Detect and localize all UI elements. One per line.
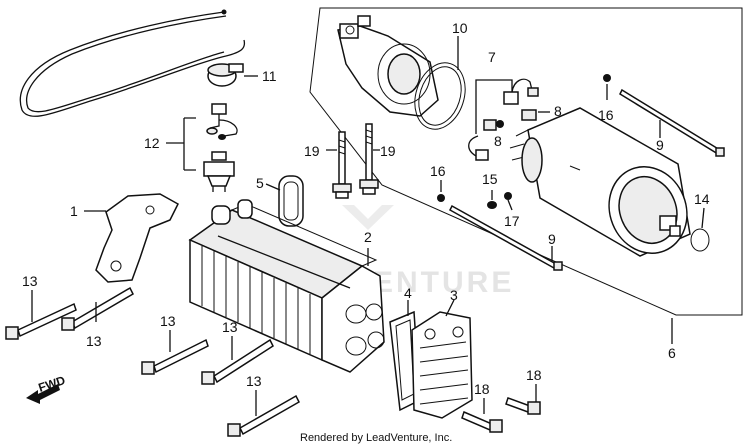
- callout-4: 4: [404, 285, 412, 301]
- sensor-switch: [203, 103, 238, 192]
- cooler-body: [188, 199, 385, 373]
- callout-13-e: 13: [246, 373, 262, 389]
- through-bolt-9-bottom: [449, 204, 563, 271]
- callout-3: 3: [450, 287, 458, 303]
- callout-8-a: 8: [554, 103, 562, 119]
- bolt-13-a: [5, 302, 77, 340]
- callout-1: 1: [70, 203, 78, 219]
- callout-7: 7: [488, 49, 496, 65]
- bolt-18-b: [505, 397, 541, 415]
- callout-16-a: 16: [598, 107, 614, 123]
- through-bolt-9-top: [619, 88, 725, 157]
- washer-17: [504, 192, 512, 200]
- callout-14: 14: [694, 191, 710, 207]
- bolt-13-d: [201, 338, 274, 385]
- callout-6: 6: [668, 345, 676, 361]
- bracket: [95, 193, 179, 283]
- callout-13-d: 13: [222, 319, 238, 335]
- o-ring-10: [414, 62, 466, 130]
- callout-5: 5: [256, 175, 264, 191]
- brush-8-b: [483, 119, 504, 131]
- cooler-cover: [411, 311, 473, 419]
- sensor-lead-wire: [19, 9, 246, 117]
- starter-group-outline: [309, 7, 743, 316]
- callout-18-a: 18: [474, 381, 490, 397]
- brush-set: [468, 78, 539, 161]
- callout-labels: 1 2 3 4 5 6 7 8 8 9 9 10 11 12 13 13 13 …: [22, 20, 710, 397]
- bolt-13-e: [227, 394, 300, 437]
- o-ring-14: [690, 228, 710, 252]
- callout-17: 17: [504, 213, 520, 229]
- callout-13-c: 13: [160, 313, 176, 329]
- gasket-5: [278, 175, 304, 227]
- callout-9-b: 9: [548, 231, 556, 247]
- bolt-13-c: [141, 338, 209, 375]
- bolt-13-b: [61, 286, 134, 331]
- nut-16-left: [437, 194, 445, 202]
- callout-15: 15: [482, 171, 498, 187]
- callout-13-a: 13: [22, 273, 38, 289]
- washer-15: [487, 201, 497, 209]
- bolt-19-right: [359, 123, 379, 195]
- callout-8-b: 8: [494, 133, 502, 149]
- callout-12: 12: [144, 135, 160, 151]
- bolt-19-left: [332, 131, 352, 199]
- footer-credit: Rendered by LeadVenture, Inc.: [300, 432, 452, 444]
- starter-gear-case: [337, 15, 439, 117]
- nut-16-right: [603, 74, 611, 82]
- callout-19-a: 19: [304, 143, 320, 159]
- callout-16-b: 16: [430, 163, 446, 179]
- callout-19-b: 19: [380, 143, 396, 159]
- callout-18-b: 18: [526, 367, 542, 383]
- callout-9-a: 9: [656, 137, 664, 153]
- callout-13-b: 13: [86, 333, 102, 349]
- fwd-arrow: FWD: [26, 373, 67, 404]
- bolt-18-a: [461, 410, 503, 433]
- brush-8-a: [521, 109, 537, 121]
- callout-2: 2: [364, 229, 372, 245]
- starter-motor: [509, 107, 691, 257]
- callout-10: 10: [452, 20, 468, 36]
- callout-11: 11: [262, 68, 277, 84]
